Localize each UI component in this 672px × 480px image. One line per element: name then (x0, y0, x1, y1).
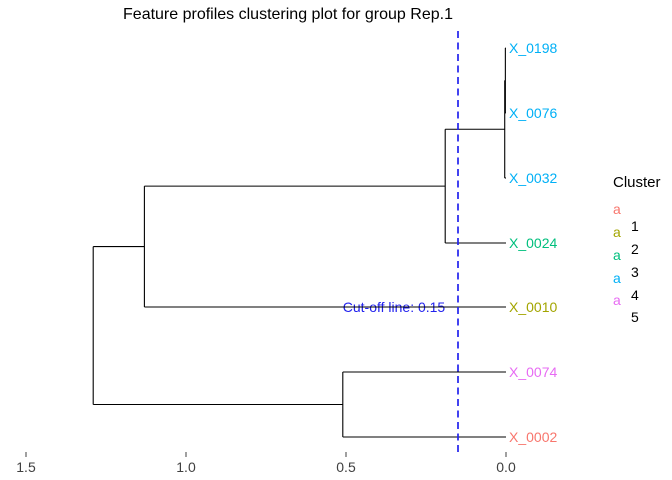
legend-item-label: 5 (631, 309, 639, 325)
leaf-label-X_0198: X_0198 (509, 40, 557, 56)
legend-key-glyph: a (613, 247, 621, 263)
legend-key-glyph: a (613, 270, 621, 286)
legend-item-cluster-3: a3 (613, 247, 639, 280)
legend-item-label: 4 (631, 287, 639, 303)
legend-key-glyph: a (613, 224, 621, 240)
legend-title: Cluster (613, 174, 661, 191)
legend-item-label: 1 (631, 218, 639, 234)
leaf-label-X_0076: X_0076 (509, 105, 557, 121)
leaf-label-X_0032: X_0032 (509, 170, 557, 186)
legend-item-label: 3 (631, 264, 639, 280)
legend-key-glyph: a (613, 201, 621, 217)
legend-item-cluster-1: a1 (613, 201, 639, 234)
cutoff-label: Cut-off line: 0.15 (342, 299, 446, 315)
axis-tick-label: 0.5 (336, 459, 356, 475)
leaf-label-X_0002: X_0002 (509, 429, 557, 445)
axis-tick-label: 1.0 (176, 459, 196, 475)
leaf-label-X_0024: X_0024 (509, 235, 557, 251)
legend-key-glyph: a (613, 292, 621, 308)
leaf-label-X_0074: X_0074 (509, 364, 557, 380)
plot-title: Feature profiles clustering plot for gro… (123, 6, 453, 23)
leaf-label-X_0010: X_0010 (509, 299, 557, 315)
legend-item-cluster-4: a4 (613, 270, 639, 303)
legend-item-label: 2 (631, 241, 639, 257)
axis-tick-label: 1.5 (16, 459, 36, 475)
legend-item-cluster-5: a5 (613, 292, 639, 325)
legend-item-cluster-2: a2 (613, 224, 639, 257)
axis-tick-label: 0.0 (496, 459, 516, 475)
